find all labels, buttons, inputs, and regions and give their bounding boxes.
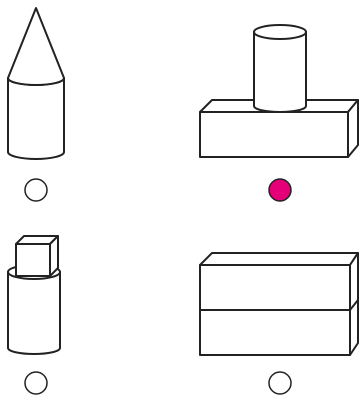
option-b-figure-cylinder-on-box [200, 25, 358, 157]
radio-option-c[interactable] [25, 372, 47, 394]
radio-option-d[interactable] [269, 372, 291, 394]
cylinder-top [254, 25, 306, 39]
option-c-figure-cube-on-cylinder [8, 236, 60, 354]
radio-option-b[interactable] [269, 179, 291, 201]
option-a-figure-cone-on-cylinder [8, 8, 64, 159]
box-top [200, 253, 358, 265]
cone [8, 8, 64, 85]
cylinder-body [8, 78, 64, 159]
cylinder-body [8, 272, 60, 354]
box-front [200, 112, 348, 157]
option-d-figure-two-stacked-boxes [200, 253, 358, 355]
cylinder-body [254, 32, 306, 112]
radio-option-a[interactable] [25, 179, 47, 201]
cube-front [16, 244, 50, 276]
cube-side [50, 236, 58, 276]
